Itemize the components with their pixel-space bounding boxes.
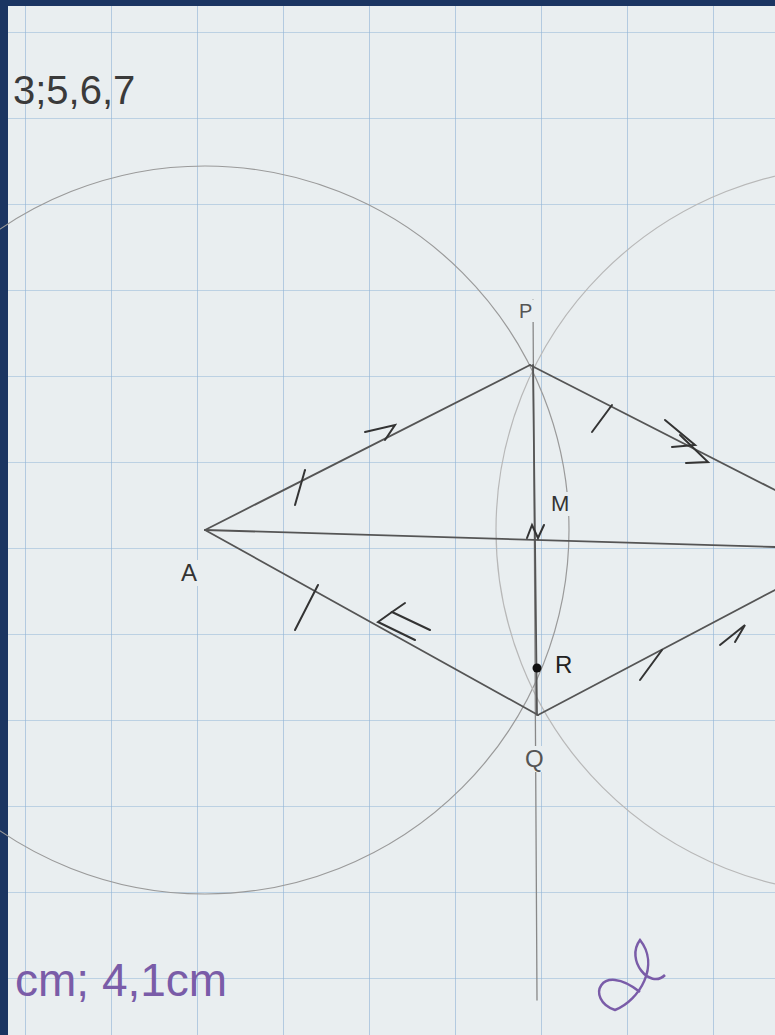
marks bbox=[295, 405, 745, 680]
exercise-numbers: 3;5,6,7 bbox=[10, 68, 138, 112]
point-label: P bbox=[516, 300, 535, 322]
point-dot bbox=[533, 664, 542, 673]
point-label: R bbox=[552, 652, 575, 678]
point-label: Q bbox=[522, 746, 547, 772]
paper bbox=[8, 6, 775, 1035]
point-label: A bbox=[178, 560, 200, 586]
rhombus bbox=[205, 300, 775, 1000]
check-mark bbox=[599, 940, 665, 1010]
compass-arcs bbox=[0, 166, 775, 894]
measurement-note: cm; 4,1cm bbox=[12, 955, 230, 1006]
point-label: M bbox=[548, 492, 572, 516]
grid bbox=[8, 6, 775, 1035]
